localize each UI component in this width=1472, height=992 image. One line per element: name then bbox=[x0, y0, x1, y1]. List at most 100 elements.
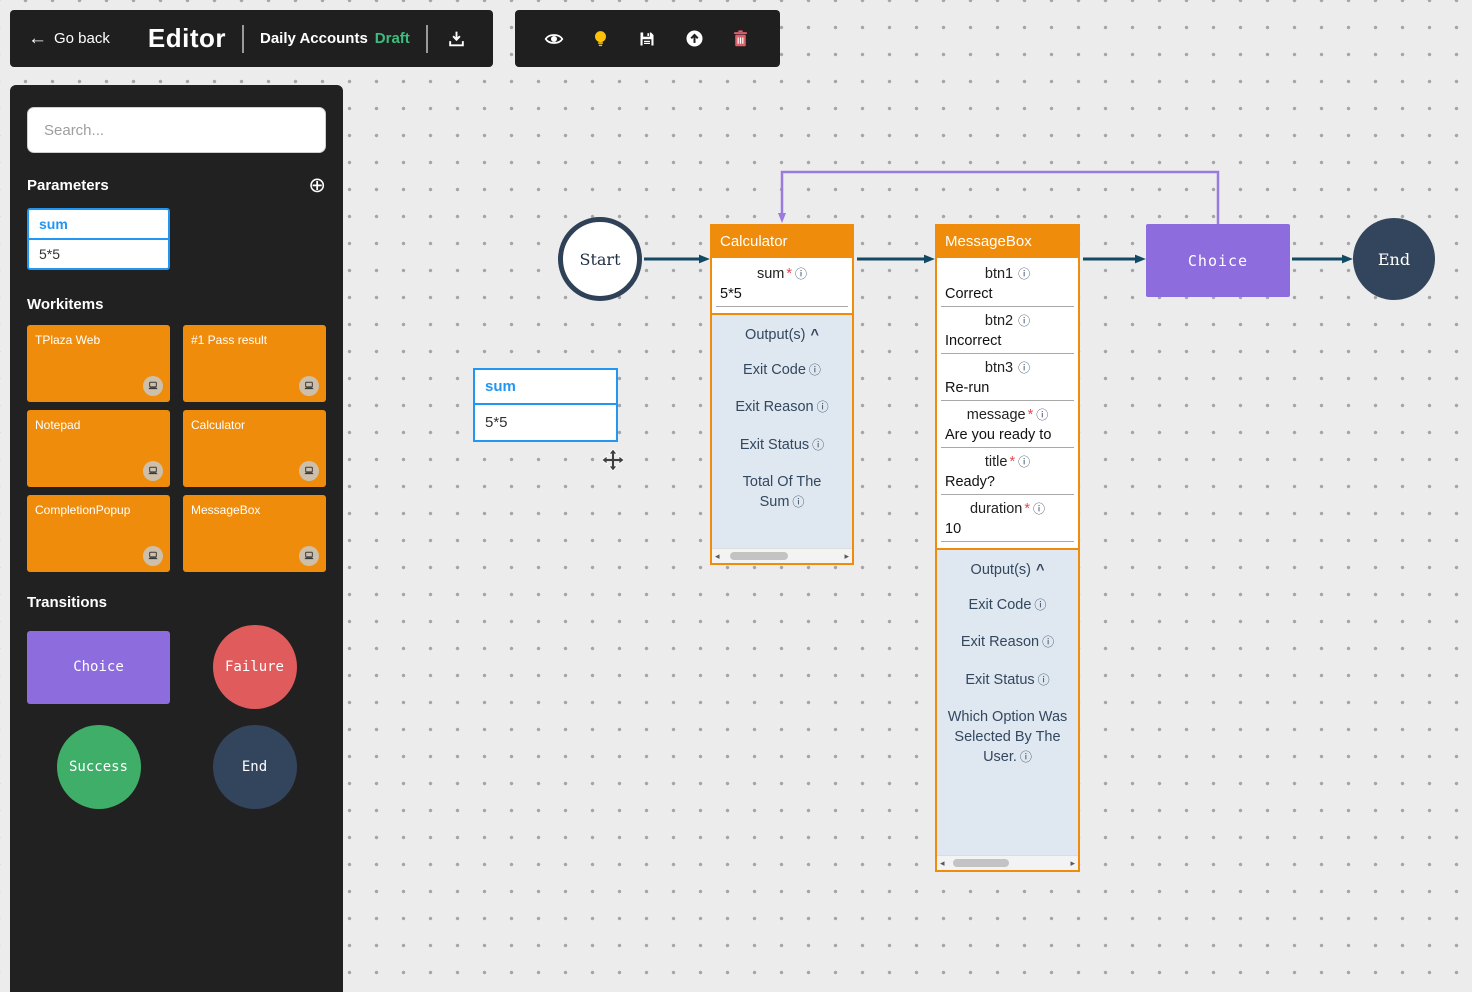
node-title: MessageBox bbox=[937, 226, 1078, 258]
node-inputs: sum*ⓘ bbox=[712, 258, 852, 313]
node-choice[interactable]: Choice bbox=[1146, 224, 1290, 297]
parameters-section-header: Parameters ⊕ bbox=[27, 175, 326, 196]
end-node-label: End bbox=[1377, 249, 1411, 269]
info-icon[interactable]: ⓘ bbox=[1019, 750, 1032, 765]
workitem-completionpopup[interactable]: CompletionPopup bbox=[27, 495, 170, 572]
transition-end[interactable]: End bbox=[212, 725, 297, 809]
scroll-right-icon[interactable]: ▸ bbox=[844, 550, 849, 561]
info-icon[interactable]: ⓘ bbox=[1033, 502, 1046, 516]
horizontal-scrollbar[interactable]: ◂ ▸ bbox=[712, 548, 852, 563]
field-input-btn1[interactable] bbox=[941, 284, 1074, 307]
info-icon[interactable]: ⓘ bbox=[816, 400, 829, 415]
info-icon[interactable]: ⓘ bbox=[1018, 361, 1031, 375]
workitem-label: Notepad bbox=[35, 418, 81, 432]
connector-choice-loop-calculator[interactable] bbox=[778, 170, 1220, 224]
start-node[interactable]: Start bbox=[558, 217, 642, 301]
transition-success[interactable]: Success bbox=[56, 725, 141, 809]
field-message: message*ⓘ bbox=[941, 401, 1074, 448]
parameter-name: sum bbox=[475, 370, 616, 405]
info-icon[interactable]: ⓘ bbox=[1034, 598, 1047, 612]
field-input-title[interactable] bbox=[941, 472, 1074, 495]
workitem-calculator[interactable]: Calculator bbox=[183, 410, 326, 487]
info-icon[interactable]: ⓘ bbox=[812, 437, 825, 452]
info-icon[interactable]: ⓘ bbox=[1018, 267, 1031, 281]
field-sum: sum*ⓘ bbox=[716, 260, 848, 307]
field-label: sum*ⓘ bbox=[756, 266, 808, 282]
workitems-title: Workitems bbox=[27, 296, 104, 313]
hint-bulb-icon[interactable] bbox=[588, 26, 614, 52]
field-input-sum[interactable] bbox=[716, 284, 848, 307]
palette-sidebar: Parameters ⊕ sum 5*5 Workitems TPlaza We… bbox=[10, 85, 343, 992]
workitems-section-header: Workitems bbox=[27, 296, 326, 313]
collapse-caret-icon[interactable]: ^ bbox=[1035, 562, 1045, 578]
scroll-left-icon[interactable]: ◂ bbox=[940, 857, 945, 868]
workitem-label: CompletionPopup bbox=[35, 503, 131, 517]
parameter-value: 5*5 bbox=[485, 414, 508, 431]
transition-failure[interactable]: Failure bbox=[212, 625, 297, 709]
save-icon[interactable] bbox=[634, 26, 660, 52]
transition-choice[interactable]: Choice bbox=[27, 630, 170, 704]
workitem-messagebox[interactable]: MessageBox bbox=[183, 495, 326, 572]
info-icon[interactable]: ⓘ bbox=[1018, 314, 1031, 328]
field-input-message[interactable] bbox=[941, 425, 1074, 448]
transition-label: Choice bbox=[73, 659, 124, 675]
workitem-type-icon bbox=[143, 461, 163, 481]
add-parameter-icon[interactable]: ⊕ bbox=[308, 174, 326, 197]
scroll-right-icon[interactable]: ▸ bbox=[1070, 857, 1075, 868]
field-input-btn3[interactable] bbox=[941, 378, 1074, 401]
delete-trash-icon[interactable] bbox=[728, 26, 754, 52]
workitem-notepad[interactable]: Notepad bbox=[27, 410, 170, 487]
parameters-title: Parameters bbox=[27, 177, 109, 194]
info-icon[interactable]: ⓘ bbox=[792, 495, 805, 510]
workitem-type-icon bbox=[143, 376, 163, 396]
horizontal-scrollbar[interactable]: ◂ ▸ bbox=[937, 855, 1078, 870]
field-duration: duration*ⓘ bbox=[941, 495, 1074, 542]
scroll-left-icon[interactable]: ◂ bbox=[715, 550, 720, 561]
end-node[interactable]: End bbox=[1353, 218, 1435, 300]
info-icon[interactable]: ⓘ bbox=[1018, 455, 1031, 469]
workitem-label: #1 Pass result bbox=[191, 333, 268, 347]
parameter-card-sum[interactable]: sum 5*5 bbox=[27, 208, 170, 270]
outputs-header: Output(s)^ bbox=[970, 562, 1045, 578]
info-icon[interactable]: ⓘ bbox=[1042, 635, 1055, 650]
editor-header: ← Go back Editor Daily Accounts Draft bbox=[10, 10, 493, 67]
required-asterisk: * bbox=[786, 266, 793, 282]
publish-upload-icon[interactable] bbox=[681, 26, 707, 52]
scrollbar-thumb[interactable] bbox=[730, 552, 788, 560]
info-icon[interactable]: ⓘ bbox=[1037, 672, 1050, 687]
workitem-type-icon bbox=[299, 461, 319, 481]
search-input[interactable] bbox=[27, 107, 326, 153]
workitems-grid: TPlaza Web #1 Pass result Notepad Calcul… bbox=[27, 325, 326, 572]
workitem-label: MessageBox bbox=[191, 503, 261, 517]
page-title: Editor bbox=[147, 23, 226, 53]
scrollbar-thumb[interactable] bbox=[953, 859, 1009, 867]
field-input-duration[interactable] bbox=[941, 519, 1074, 542]
preview-eye-icon[interactable] bbox=[541, 26, 567, 52]
info-icon[interactable]: ⓘ bbox=[1036, 408, 1049, 422]
node-title: Calculator bbox=[712, 226, 852, 258]
output-selected-option: Which Option Was Selected By The User.ⓘ bbox=[947, 708, 1068, 766]
workitem-pass-result[interactable]: #1 Pass result bbox=[183, 325, 326, 402]
canvas-parameter-card-sum[interactable]: sum 5*5 bbox=[473, 368, 618, 442]
info-icon[interactable]: ⓘ bbox=[795, 267, 808, 281]
go-back-button[interactable]: ← Go back bbox=[28, 29, 110, 48]
info-icon[interactable]: ⓘ bbox=[808, 363, 821, 377]
collapse-caret-icon[interactable]: ^ bbox=[810, 327, 819, 343]
workitem-tplaza-web[interactable]: TPlaza Web bbox=[27, 325, 170, 402]
download-icon[interactable] bbox=[444, 26, 470, 52]
move-cursor-icon bbox=[602, 449, 624, 471]
field-input-btn2[interactable] bbox=[941, 331, 1074, 354]
transitions-grid: Choice Failure Success End bbox=[27, 625, 326, 809]
start-node-label: Start bbox=[579, 249, 621, 269]
